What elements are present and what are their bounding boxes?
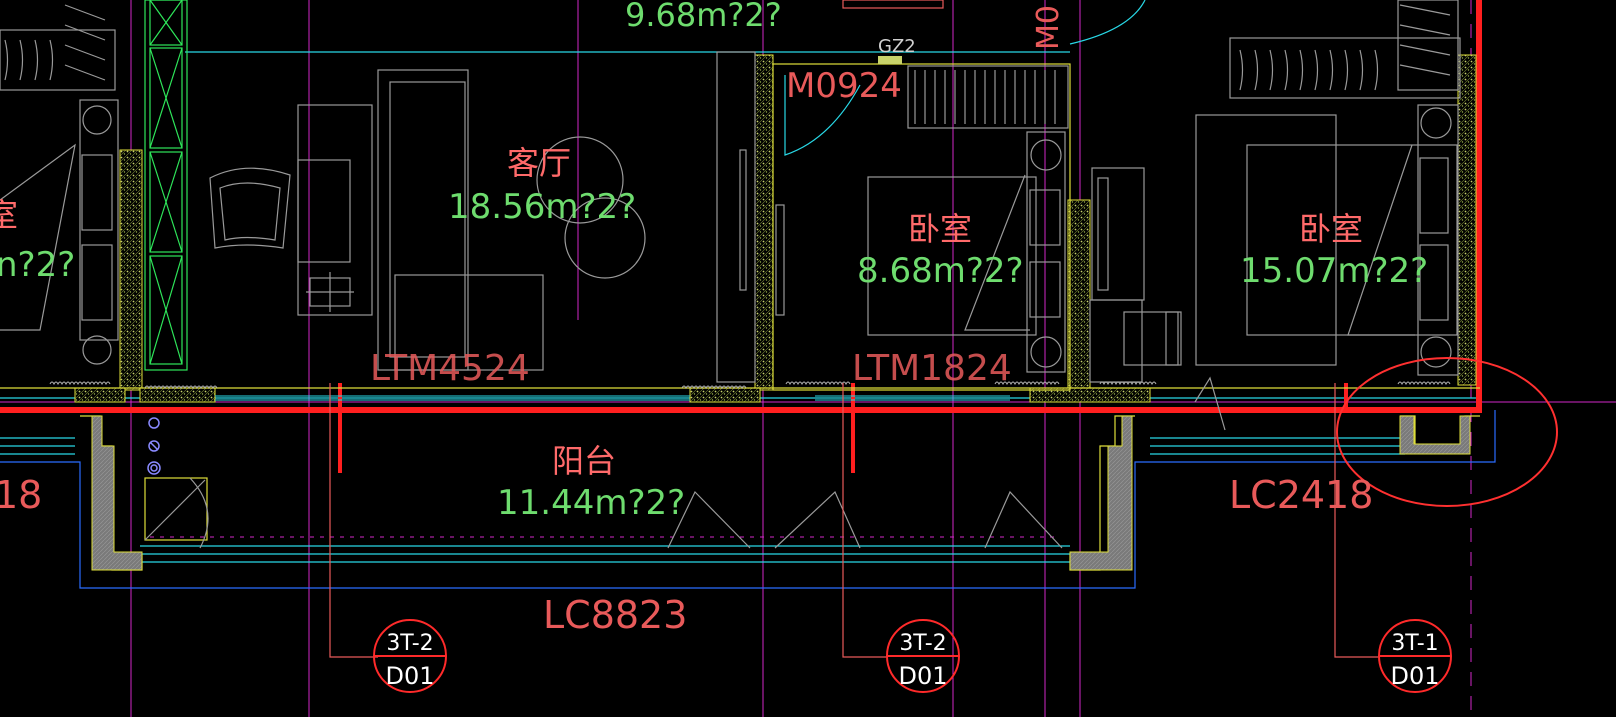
bedroom2-name: 卧室 <box>1299 210 1363 248</box>
header-box <box>842 0 944 9</box>
top-vertical-code: M0 <box>1031 5 1066 50</box>
radiators <box>49 381 1451 390</box>
marker-2-top: 3T-2 <box>899 631 946 656</box>
left-partial-room-name: 室 <box>0 196 18 234</box>
marker-1-bottom: D01 <box>385 662 434 690</box>
bedroom1-area: 8.68m?2? <box>857 251 1024 291</box>
balcony-walls <box>91 415 1471 571</box>
blue-outlines <box>0 410 1496 589</box>
balcony-name: 阳台 <box>552 442 616 480</box>
marker-2-bottom: D01 <box>898 662 947 690</box>
living-room-name: 客厅 <box>507 144 571 182</box>
furniture <box>0 0 1461 549</box>
marker-1-top: 3T-2 <box>386 631 433 656</box>
glazing <box>215 395 1010 401</box>
bedroom2-area: 15.07m?2? <box>1240 251 1428 291</box>
balcony-symbols <box>147 417 161 475</box>
door-m0924-label: M0924 <box>786 66 902 106</box>
gz2-label: GZ2 <box>878 36 916 57</box>
highlight-ellipse <box>1336 357 1558 507</box>
marker-3-top: 3T-1 <box>1391 631 1438 656</box>
marker-3-bottom: D01 <box>1390 662 1439 690</box>
ltm4524-label: LTM4524 <box>370 348 530 389</box>
lc2418-label: LC2418 <box>1229 473 1373 517</box>
red-boundary <box>0 0 1482 473</box>
green-window-strip <box>144 0 188 371</box>
lc8823-label: LC8823 <box>543 593 687 637</box>
left-partial-room-area: n?2? <box>0 245 75 285</box>
balcony-area: 11.44m?2? <box>497 483 685 523</box>
gz2-column <box>878 56 902 64</box>
wall-hatching <box>74 54 1477 403</box>
living-room-area: 18.56m?2? <box>448 187 636 227</box>
bedroom1-name: 卧室 <box>908 210 972 248</box>
top-partial-area: 9.68m?2? <box>625 0 782 34</box>
section-markers <box>373 619 1452 693</box>
left-edge-code: 18 <box>0 473 42 517</box>
ltm1824-label: LTM1824 <box>852 348 1012 389</box>
marker-leaders <box>329 383 1380 658</box>
